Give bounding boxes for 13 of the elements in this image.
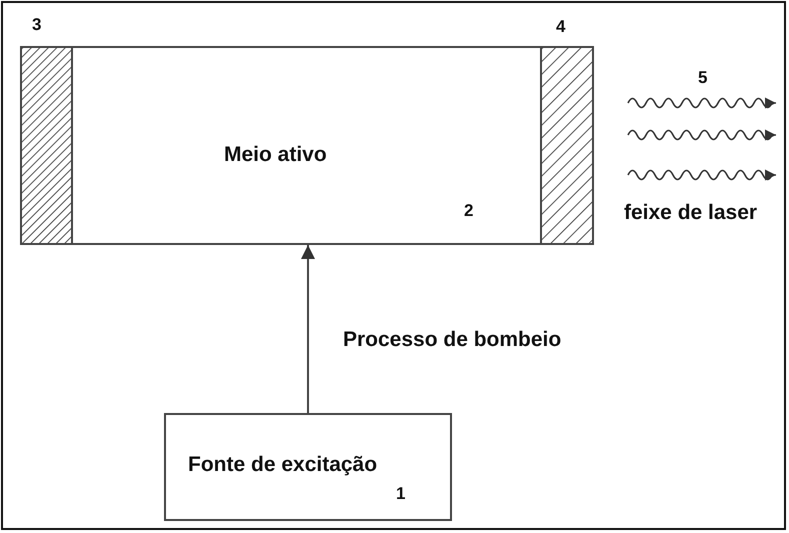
callout-number: 4 [556, 17, 566, 38]
laser-cavity-box [20, 46, 594, 245]
node-label: Meio ativo [224, 142, 327, 168]
hatched-mirror [20, 46, 73, 245]
callout-number: 5 [698, 68, 708, 88]
callout-number: 1 [396, 484, 406, 504]
hatched-mirror [540, 46, 594, 245]
callout-number: 2 [464, 201, 474, 222]
callout-number: 3 [32, 15, 42, 36]
caption-text: feixe de laser [624, 200, 758, 226]
node-label: Fonte de excitação [188, 452, 378, 478]
process-box [164, 413, 452, 521]
edge-label: Processo de bombeio [343, 327, 562, 352]
